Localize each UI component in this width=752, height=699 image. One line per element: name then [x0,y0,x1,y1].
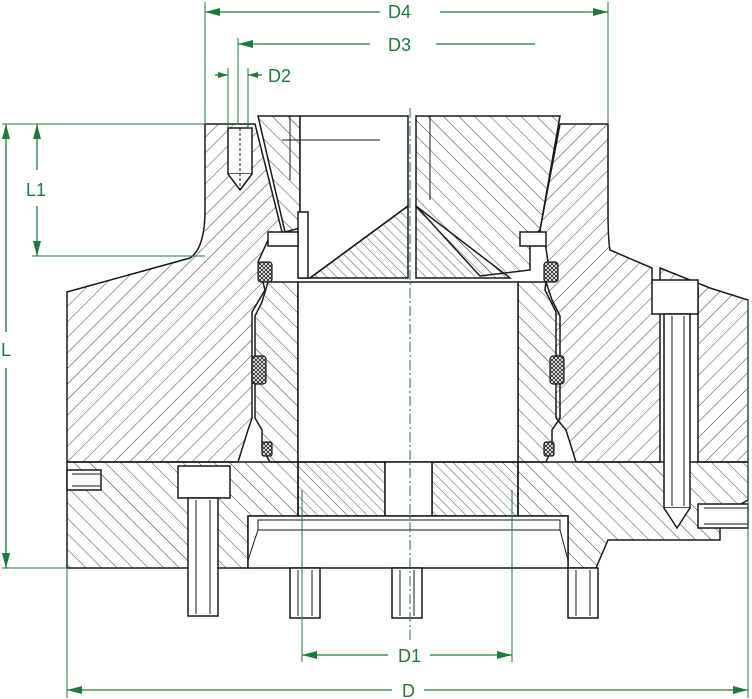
seal-mid-left [251,355,267,385]
bolt-right [651,279,699,530]
dimension-d3: D3 [237,35,535,124]
label-d2: D2 [268,66,291,86]
central-plug-left [297,461,386,517]
housing-body [66,123,283,463]
seal-upper-left [257,261,273,283]
side-plug-right [697,503,749,529]
dimension-d4: D4 [204,2,609,124]
bottom-stud-1 [289,567,321,619]
bottom-cover-inner [247,519,569,561]
collet-inner-cone [307,204,409,279]
label-l1: L1 [26,180,46,200]
dimension-d2: D2 [215,66,291,128]
collet-inner-cone-right [415,204,513,279]
dimension-l: L [1,124,67,569]
bottom-stud-2 [391,567,423,619]
seal-upper-right [543,261,559,283]
bottom-stud-3 [567,567,599,619]
inner-bore [297,281,519,463]
side-plug-left [66,469,102,491]
bolt-top-left [227,127,253,192]
seal-low-right [543,441,555,457]
dimension-d: D [66,300,749,699]
label-d: D [402,681,415,699]
central-plug-right [431,461,519,517]
seal-mid-right [549,355,565,385]
central-channel [384,461,433,517]
label-l: L [1,340,11,360]
label-d1: D1 [398,646,421,666]
label-d3: D3 [388,35,411,55]
dimension-d1: D1 [301,490,513,666]
label-d4: D4 [388,2,411,22]
dimension-l1: L1 [2,123,205,257]
seal-low-left [261,441,273,457]
bottom-cover [247,515,569,569]
bolt-left [177,465,231,617]
